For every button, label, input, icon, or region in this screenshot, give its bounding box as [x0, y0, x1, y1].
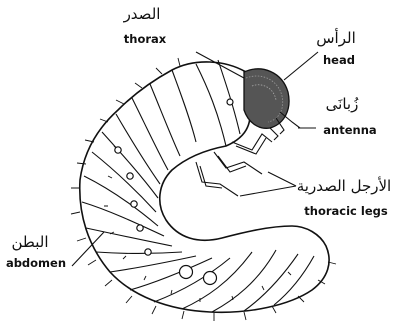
thoracic-legs-label-ar: الأرجل الصدرية	[297, 176, 391, 195]
head-capsule	[244, 69, 289, 140]
abdomen-label-ar: البطن	[12, 233, 49, 251]
thorax-label-ar: الصدر	[123, 5, 161, 23]
label-head: الرأس head	[316, 28, 356, 67]
label-thorax: الصدر thorax	[123, 5, 167, 46]
label-thoracic-legs: الأرجل الصدرية thoracic legs	[297, 176, 391, 218]
label-antenna: زُبانَى antenna	[323, 95, 376, 137]
thoracic-legs-label-en: thoracic legs	[304, 204, 388, 218]
head-label-en: head	[323, 53, 355, 67]
head-label-ar: الرأس	[316, 28, 356, 47]
thorax-label-en: thorax	[124, 32, 167, 46]
label-abdomen: البطن abdomen	[6, 233, 66, 270]
abdomen-label-en: abdomen	[6, 256, 66, 270]
antenna-label-ar: زُبانَى	[326, 95, 359, 113]
antenna-label-en: antenna	[323, 123, 376, 137]
